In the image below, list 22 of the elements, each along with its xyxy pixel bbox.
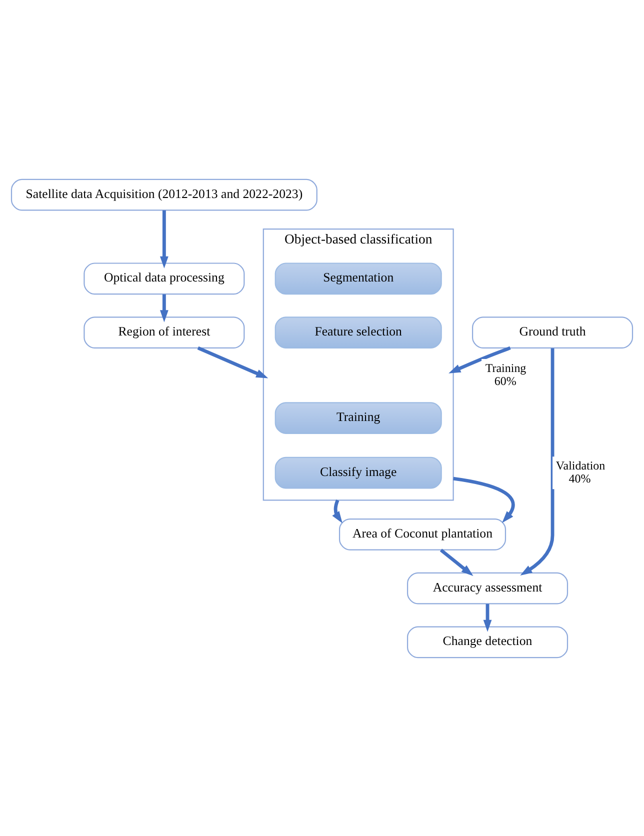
node-box: Optical data processing: [84, 262, 245, 294]
node-box: Segmentation: [274, 262, 442, 294]
arrow: [440, 548, 474, 576]
node-box: Area of Coconut plantation: [338, 518, 506, 550]
node-box: Region of interest: [84, 316, 245, 348]
node-box: Ground truth: [472, 316, 634, 348]
edge-label: Validation 40%: [556, 458, 606, 485]
node-box: Feature selection: [274, 316, 442, 348]
arrow: [483, 603, 492, 632]
node-box: Change detection: [406, 626, 568, 658]
arrow: [160, 210, 168, 268]
arrow: [160, 294, 168, 322]
arrow: [448, 346, 511, 373]
node-box: Accuracy assessment: [406, 572, 568, 604]
node-box: Satellite data Acquisition (2012-2013 and 2022-2023): [10, 178, 318, 210]
edge-label: Training 60%: [485, 360, 526, 388]
arrow: [453, 476, 515, 522]
node-box: Classify image: [274, 456, 442, 488]
arrow: [197, 346, 268, 378]
arrow: [520, 348, 554, 575]
node-box: Training: [274, 402, 442, 434]
arrow: [332, 499, 342, 523]
